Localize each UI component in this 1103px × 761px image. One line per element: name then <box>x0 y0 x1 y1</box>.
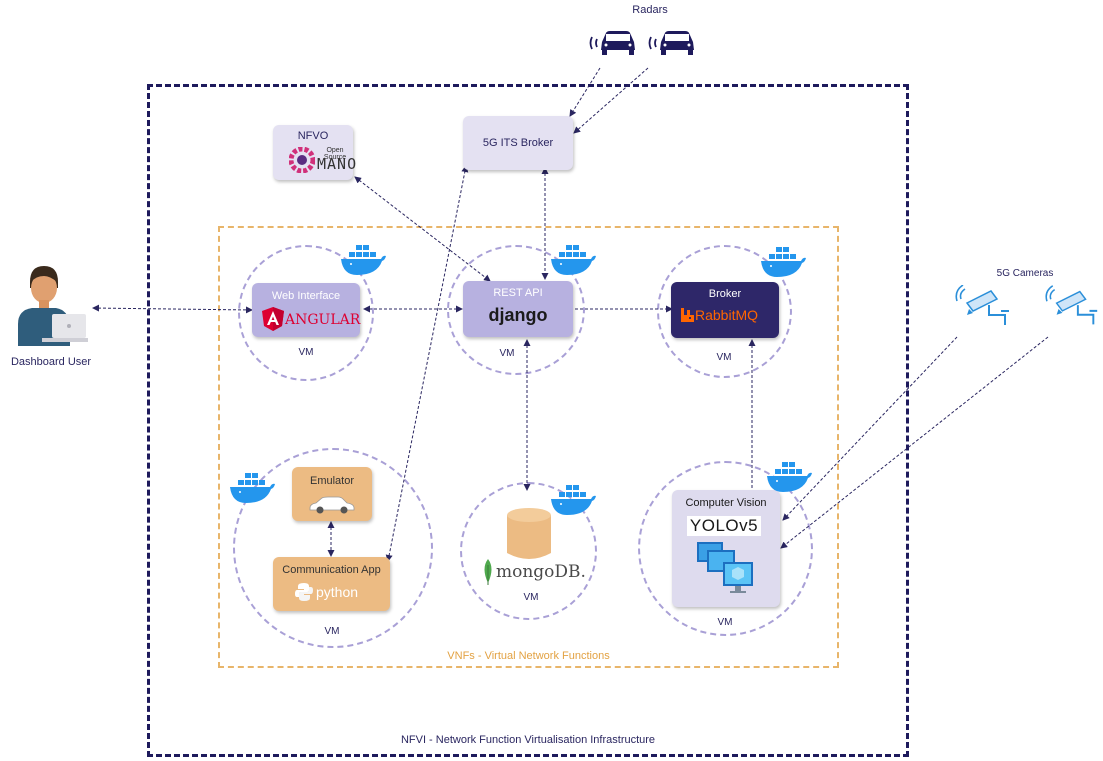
emulator-title: Emulator <box>309 475 355 487</box>
docker-icon <box>767 462 812 492</box>
vm-circle-broker <box>657 245 792 378</box>
computer-vision-title: Computer Vision <box>685 497 767 509</box>
rabbitmq-icon <box>681 308 694 322</box>
link-cam1-cv <box>782 336 958 521</box>
django-logo-text: django <box>488 305 548 325</box>
radar-car-icon <box>648 31 694 55</box>
link-radar2-its <box>573 67 649 134</box>
docker-icon <box>341 245 386 275</box>
radar-car-icon <box>589 31 635 55</box>
docker-icon <box>551 485 596 515</box>
link-comm-its <box>385 165 469 562</box>
link-cam2-cv <box>780 336 1049 549</box>
cameras-label: 5G Cameras <box>996 268 1054 279</box>
web-interface-box[interactable]: Web Interface ANGULAR <box>252 283 360 337</box>
docker-icon <box>230 473 275 503</box>
camera-icon <box>1045 285 1098 325</box>
car-icon <box>309 496 355 514</box>
its-broker-box[interactable]: 5G ITS Broker <box>463 116 573 170</box>
nfvo-logo-small: Open Source <box>323 147 347 161</box>
user-icon <box>18 266 88 346</box>
its-broker-title: 5G ITS Broker <box>482 137 554 149</box>
nfvo-title: NFVO <box>297 130 329 142</box>
vm-label: VM <box>298 347 314 358</box>
vm-label: VM <box>499 348 515 359</box>
rest-api-box[interactable]: REST API django <box>463 281 573 337</box>
osm-logo-icon <box>289 147 315 173</box>
vnf-label: VNFs - Virtual Network Functions <box>447 650 610 662</box>
angular-logo-text: ANGULAR <box>285 312 361 328</box>
yolo-logo-text: YOLOv5 <box>689 516 759 535</box>
vm-label: VM <box>523 592 539 603</box>
computer-vision-box[interactable]: Computer Vision YOLOv5 <box>672 490 780 607</box>
nfvi-boundary <box>147 84 909 757</box>
radars-label: Radars <box>632 4 668 16</box>
angular-shield-icon <box>262 307 284 331</box>
communication-app-title: Communication App <box>282 564 381 576</box>
emulator-box[interactable]: Emulator <box>292 467 372 521</box>
rabbitmq-logo-text: RabbitMQ <box>695 307 759 323</box>
broker-box[interactable]: Broker RabbitMQ <box>671 282 779 338</box>
broker-title: Broker <box>708 288 742 300</box>
vm-label: VM <box>716 352 732 363</box>
user-label: Dashboard User <box>10 356 92 368</box>
link-radar1-its <box>569 67 601 117</box>
web-interface-title: Web Interface <box>271 290 341 302</box>
vnf-boundary <box>218 226 839 668</box>
nfvi-label: NFVI - Network Function Virtualisation I… <box>400 734 656 746</box>
nfvo-box[interactable]: NFVO Open Source MANO <box>273 125 356 180</box>
vm-label: VM <box>324 626 340 637</box>
nfvo-logo-big: MANO <box>317 155 358 173</box>
docker-icon <box>761 247 806 277</box>
python-icon <box>295 583 313 601</box>
yolo-logo-bg <box>687 516 761 536</box>
database-cylinder-icon <box>507 508 551 559</box>
camera-icon <box>955 285 1009 325</box>
link-user-web <box>92 304 253 314</box>
rest-api-title: REST API <box>493 287 543 299</box>
mongodb-logo-text: mongoDB. <box>496 562 586 582</box>
vm-label: VM <box>717 617 733 628</box>
communication-app-box[interactable]: Communication App python <box>273 557 390 611</box>
vm-circle-cv <box>638 461 813 636</box>
mongodb-leaf-icon <box>484 559 492 585</box>
azure-vm-icon <box>697 542 753 593</box>
docker-icon <box>551 245 596 275</box>
python-logo-text: python <box>316 584 359 600</box>
